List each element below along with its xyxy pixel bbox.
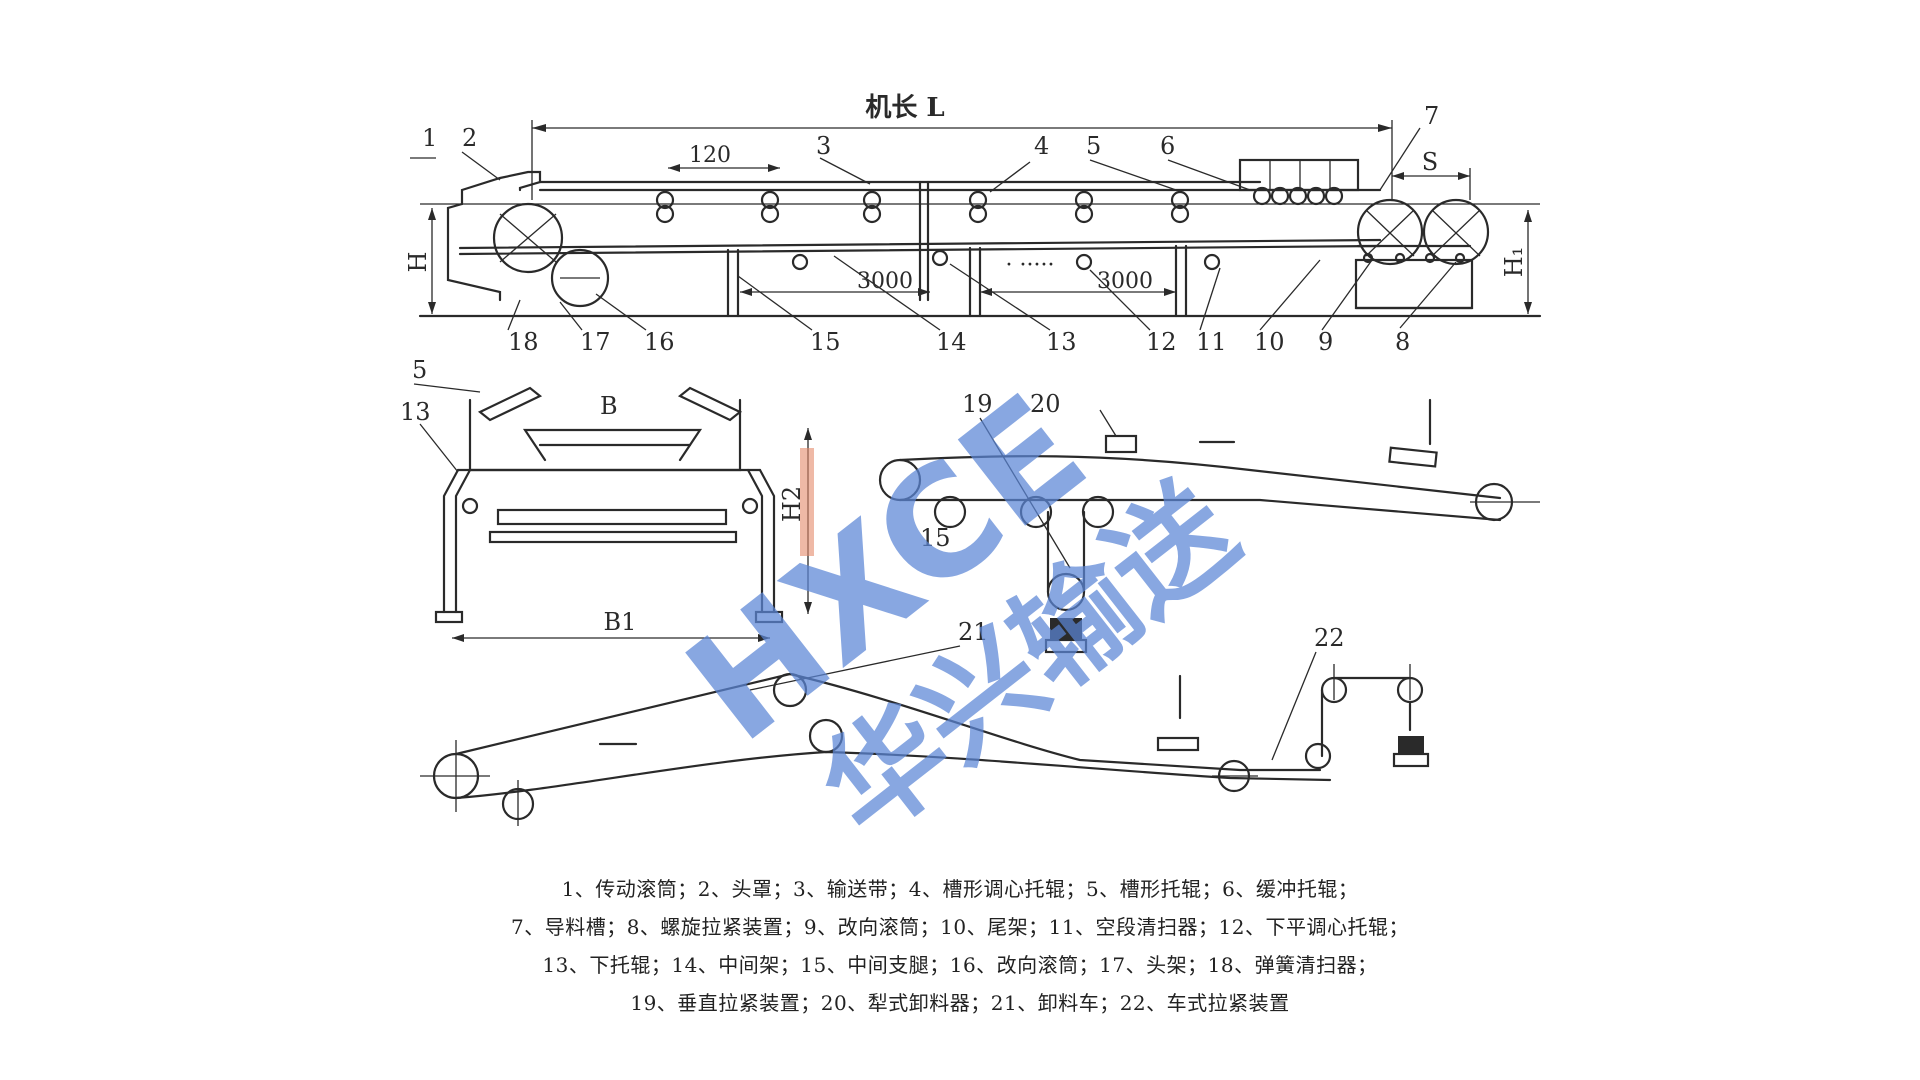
carrying-idlers	[655, 186, 1344, 224]
callout-8: 8	[1395, 328, 1410, 356]
callout-17: 17	[580, 328, 611, 356]
callout-3: 3	[816, 132, 831, 160]
cs-label-5: 5	[412, 356, 427, 384]
label-19: 19	[962, 390, 993, 418]
caption-line-3: 13、下托辊；14、中间架；15、中间支腿；16、改向滚筒；17、头架；18、弹…	[542, 953, 1378, 977]
callout-12: 12	[1146, 328, 1177, 356]
machine-length-label: 机长 L	[865, 93, 944, 123]
cs-label-b1: B1	[604, 608, 637, 636]
watermark-accent	[800, 448, 814, 556]
dim-120-label: 120	[689, 143, 731, 168]
callout-5: 5	[1086, 132, 1101, 160]
callouts: 1 2 3 4 5 6 7 8 9 10 11 12 13 1	[410, 102, 1457, 356]
legend-caption: 1、传动滚筒；2、头罩；3、输送带；4、槽形调心托辊；5、槽形托辊；6、缓冲托辊…	[400, 870, 1520, 1022]
label-22: 22	[1314, 624, 1345, 652]
callout-2: 2	[462, 124, 477, 152]
label-15b: 15	[920, 524, 951, 552]
callout-13: 13	[1046, 328, 1077, 356]
watermark: HXCE 华兴输送	[657, 362, 1262, 863]
callout-11: 11	[1196, 328, 1227, 356]
h-label: H	[404, 252, 432, 273]
caption-line-1: 1、传动滚筒；2、头罩；3、输送带；4、槽形调心托辊；5、槽形托辊；6、缓冲托辊…	[561, 877, 1359, 901]
caption-line-4: 19、垂直拉紧装置；20、犁式卸料器；21、卸料车；22、车式拉紧装置	[630, 991, 1290, 1015]
s-label: S	[1422, 148, 1438, 176]
dim-3000-a-label: 3000	[857, 269, 913, 294]
caption-line-2: 7、导料槽；8、螺旋拉紧装置；9、改向滚筒；10、尾架；11、空段清扫器；12、…	[510, 915, 1410, 939]
callout-1: 1	[422, 124, 437, 152]
h1-label: H₁	[1500, 247, 1528, 278]
tripper-view: 21 22	[420, 618, 1430, 826]
callout-9: 9	[1318, 328, 1333, 356]
cs-label-b: B	[600, 392, 618, 420]
intermediate-legs	[726, 180, 1188, 318]
callout-7: 7	[1424, 102, 1439, 130]
callout-10: 10	[1254, 328, 1285, 356]
svg-text:· ·····: · ·····	[1006, 253, 1055, 278]
callout-16: 16	[644, 328, 675, 356]
label-20: 20	[1030, 390, 1061, 418]
callout-14: 14	[936, 328, 967, 356]
callout-4: 4	[1034, 132, 1049, 160]
callout-15: 15	[810, 328, 841, 356]
callout-18: 18	[508, 328, 539, 356]
vertical-takeup-view: 19 20 15	[878, 390, 1540, 654]
dim-3000-b-label: 3000	[1097, 269, 1153, 294]
label-21: 21	[958, 618, 989, 646]
cs-label-13: 13	[400, 398, 431, 426]
cross-section: 5 13 B B1 H2	[400, 356, 812, 642]
callout-6: 6	[1160, 132, 1175, 160]
side-view: 机长 L H H₁ 120	[404, 93, 1542, 356]
